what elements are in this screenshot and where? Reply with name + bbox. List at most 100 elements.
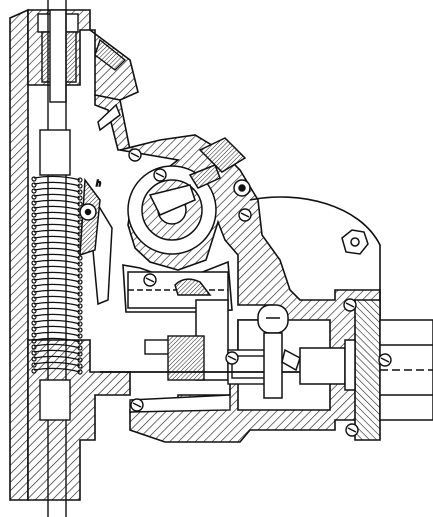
spring-coil bbox=[33, 289, 81, 295]
spring-coil-end bbox=[31, 248, 37, 254]
spring-coil bbox=[33, 301, 81, 307]
annotation-label: h bbox=[96, 179, 101, 188]
spring-coil-end bbox=[31, 278, 37, 284]
bolt-slot bbox=[145, 277, 155, 283]
spring-coil-end bbox=[77, 285, 83, 291]
spring-coil bbox=[33, 187, 81, 193]
spring-coil bbox=[33, 265, 81, 271]
spring-coil-end bbox=[77, 321, 83, 327]
spring-coil-end bbox=[77, 339, 83, 345]
spring-coil-end bbox=[77, 309, 83, 315]
spring-coil-end bbox=[77, 279, 83, 285]
spring-coil bbox=[33, 367, 81, 373]
spring-coil-end bbox=[77, 195, 83, 201]
spring-coil-end bbox=[31, 182, 37, 188]
bolt-slot bbox=[347, 427, 357, 433]
spring-coil-end bbox=[31, 188, 37, 194]
spring-coil bbox=[33, 271, 81, 277]
spring-coil-end bbox=[77, 333, 83, 339]
spring-coil-end bbox=[31, 332, 37, 338]
bolt-slot bbox=[227, 355, 237, 361]
spring-coil bbox=[33, 331, 81, 337]
spring-coil-end bbox=[77, 357, 83, 363]
spring-coil-end bbox=[31, 344, 37, 350]
spring-coil bbox=[33, 343, 81, 349]
spring-coil-end bbox=[77, 369, 83, 375]
spring-coil-end bbox=[31, 302, 37, 308]
spring-coil-end bbox=[31, 176, 37, 182]
spring-coil bbox=[33, 361, 81, 367]
bolt-slot bbox=[155, 172, 165, 178]
spring-coil bbox=[33, 277, 81, 283]
spring-coil bbox=[33, 205, 81, 211]
spring-coil-end bbox=[31, 212, 37, 218]
spring-coil-end bbox=[77, 261, 83, 267]
spring-coil-end bbox=[31, 236, 37, 242]
spring-coil-end bbox=[31, 266, 37, 272]
adjuster-screw bbox=[257, 304, 433, 421]
spring-coil-end bbox=[77, 273, 83, 279]
bolt-slot bbox=[380, 357, 390, 363]
spring-coil-end bbox=[31, 194, 37, 200]
spring-coil-end bbox=[31, 242, 37, 248]
spring-coil bbox=[33, 325, 81, 331]
spring-coil-end bbox=[77, 327, 83, 333]
spring-coil-end bbox=[77, 303, 83, 309]
spring-coil-end bbox=[77, 189, 83, 195]
fitting-boss bbox=[198, 137, 251, 197]
spring-coil-end bbox=[77, 363, 83, 369]
spring-coil bbox=[33, 319, 81, 325]
spring-coil bbox=[33, 211, 81, 217]
spring-coil-end bbox=[31, 254, 37, 260]
spring-coil bbox=[33, 223, 81, 229]
fastener-bolts bbox=[128, 148, 392, 437]
spring-coil-end bbox=[31, 308, 37, 314]
spring-coil-end bbox=[77, 345, 83, 351]
spring-coil-end bbox=[77, 255, 83, 261]
spring-coil bbox=[33, 337, 81, 343]
spring-coil-end bbox=[77, 177, 83, 183]
bolt-slot bbox=[240, 212, 250, 218]
spring-coil-end bbox=[31, 314, 37, 320]
spring-coil-end bbox=[77, 351, 83, 357]
spring-coil bbox=[33, 193, 81, 199]
spring-coil bbox=[33, 259, 81, 265]
bolt-slot bbox=[345, 302, 355, 308]
spring-coil bbox=[33, 175, 81, 181]
spring-coil-end bbox=[77, 201, 83, 207]
spring-coil-end bbox=[31, 206, 37, 212]
spring-coil-end bbox=[31, 290, 37, 296]
rotary-cam bbox=[127, 164, 221, 255]
spring-coil-end bbox=[31, 260, 37, 266]
spring-coil bbox=[33, 295, 81, 301]
spring-coil-end bbox=[31, 296, 37, 302]
spring-coil-end bbox=[31, 218, 37, 224]
spring-coil bbox=[33, 181, 81, 187]
spring-coil bbox=[33, 199, 81, 205]
spring-coil-end bbox=[77, 267, 83, 273]
spring-coil bbox=[33, 241, 81, 247]
spring-coil bbox=[33, 217, 81, 223]
spring-coil bbox=[33, 283, 81, 289]
spring-coil-end bbox=[31, 230, 37, 236]
spring-coil bbox=[33, 307, 81, 313]
lever-arm: h bbox=[79, 103, 121, 306]
spring-coil-end bbox=[31, 200, 37, 206]
vertical-rod bbox=[39, 0, 71, 517]
spring-coil-end bbox=[31, 338, 37, 344]
spring-coil-end bbox=[31, 284, 37, 290]
spring-coil bbox=[33, 229, 81, 235]
spring-coil bbox=[33, 247, 81, 253]
bolt-slot bbox=[130, 152, 140, 158]
spring-coil-end bbox=[77, 291, 83, 297]
spring-coil-end bbox=[77, 183, 83, 189]
coil-spring bbox=[31, 175, 83, 375]
spring-coil bbox=[33, 349, 81, 355]
spring-coil-end bbox=[31, 356, 37, 362]
bolt-slot bbox=[132, 402, 142, 408]
spring-coil bbox=[33, 253, 81, 259]
spring-coil-end bbox=[77, 315, 83, 321]
spring-coil bbox=[33, 235, 81, 241]
spring-coil-end bbox=[31, 350, 37, 356]
